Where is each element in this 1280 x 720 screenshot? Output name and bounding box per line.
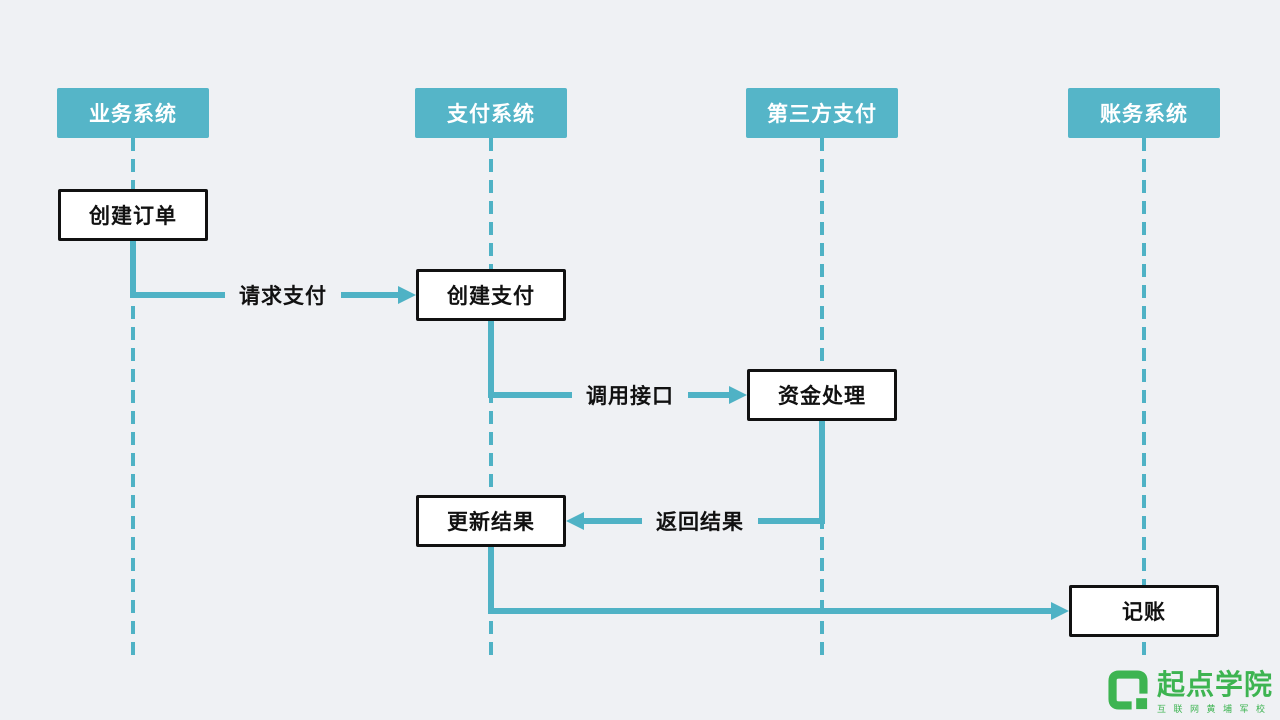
connector-segment xyxy=(819,421,825,524)
step-create-order: 创建订单 xyxy=(58,189,208,241)
logo-tagline: 互联网黄埔军校 xyxy=(1157,704,1273,714)
step-fund-processing: 资金处理 xyxy=(747,369,897,421)
arrowhead-right-icon xyxy=(729,386,747,404)
lifeline-accounting-system xyxy=(1142,138,1146,663)
qidian-logo-icon xyxy=(1108,670,1148,710)
connector-segment xyxy=(130,241,136,298)
lifeline-business-system xyxy=(131,138,135,663)
actor-header-payment-system: 支付系统 xyxy=(415,88,567,138)
step-create-payment: 创建支付 xyxy=(416,269,566,321)
actor-header-thirdparty-payment: 第三方支付 xyxy=(746,88,898,138)
actor-header-accounting-system: 账务系统 xyxy=(1068,88,1220,138)
logo-name: 起点学院 xyxy=(1157,669,1274,700)
lifeline-payment-system xyxy=(489,138,493,663)
qidian-logo: 起点学院 互联网黄埔军校 xyxy=(1108,670,1273,715)
arrowhead-right-icon xyxy=(398,286,416,304)
message-label: 调用接口 xyxy=(572,380,688,410)
message-label: 返回结果 xyxy=(642,506,758,536)
arrowhead-left-icon xyxy=(566,512,584,530)
message-label: 请求支付 xyxy=(225,280,341,310)
actor-header-business-system: 业务系统 xyxy=(57,88,209,138)
arrowhead-right-icon xyxy=(1051,602,1069,620)
qidian-logo-text: 起点学院 互联网黄埔军校 xyxy=(1157,670,1273,715)
connector-segment xyxy=(488,547,494,614)
connector-segment xyxy=(488,608,1051,614)
step-bookkeeping: 记账 xyxy=(1069,585,1219,637)
connector-segment xyxy=(488,321,494,398)
step-update-result: 更新结果 xyxy=(416,495,566,547)
